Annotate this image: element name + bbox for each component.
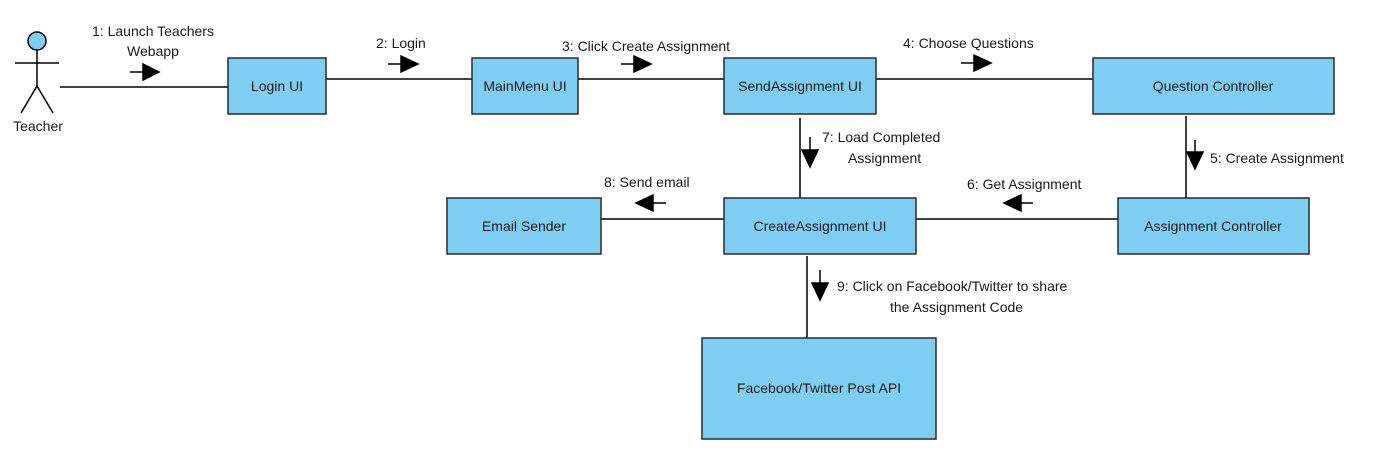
createassignment-ui-box [723,197,917,255]
message-8: 8: Send email [604,174,690,190]
message-labels: 1: Launch Teachers Webapp 2: Login 3: Cl… [92,23,1344,315]
boxes [227,57,1335,440]
message-4: 4: Choose Questions [903,35,1034,51]
email-sender-label: Email Sender [482,218,566,234]
arrow-right-icon [961,53,993,73]
arrow-right-icon [621,54,653,74]
connectors [60,78,1187,338]
arrow-right-icon [388,54,420,74]
actor-head [27,31,47,51]
arrow-right-icon [130,62,161,82]
question-controller-label: Question Controller [1153,78,1274,94]
facebook-twitter-api-box [701,337,937,440]
login-ui-box [227,57,327,115]
arrow-left-icon [634,193,666,213]
sendassignment-ui-label: SendAssignment UI [738,78,862,94]
arrow-left-icon [1002,193,1033,213]
message-9-line1: 9: Click on Facebook/Twitter to share [837,278,1068,294]
login-ui-label: Login UI [251,78,303,94]
arrow-down-icon [810,270,830,302]
createassignment-ui-label: CreateAssignment UI [753,218,886,234]
assignment-controller-label: Assignment Controller [1144,218,1282,234]
message-9-line2: the Assignment Code [890,299,1023,315]
message-1-line1: 1: Launch Teachers [92,23,214,39]
teacher-actor [15,31,59,114]
mainmenu-ui-box [471,57,579,115]
message-3: 3: Click Create Assignment [562,38,730,54]
sendassignment-ui-box [723,57,877,115]
message-arrows [130,53,1205,302]
box-labels: Login UI MainMenu UI SendAssignment UI Q… [251,78,1282,396]
message-5: 5: Create Assignment [1210,150,1344,166]
actor-label: Teacher [13,118,63,134]
arrow-down-icon [1185,140,1205,171]
message-1-line2: Webapp [127,43,179,59]
message-7-line2: Assignment [848,150,921,166]
message-6: 6: Get Assignment [967,176,1082,192]
email-sender-box [446,197,602,255]
question-controller-box [1092,57,1335,115]
message-2: 2: Login [376,35,426,51]
assignment-controller-box [1117,197,1310,255]
message-7-line1: 7: Load Completed [822,129,940,145]
mainmenu-ui-label: MainMenu UI [483,78,566,94]
arrow-down-icon [800,137,820,169]
facebook-twitter-api-label: Facebook/Twitter Post API [737,380,901,396]
